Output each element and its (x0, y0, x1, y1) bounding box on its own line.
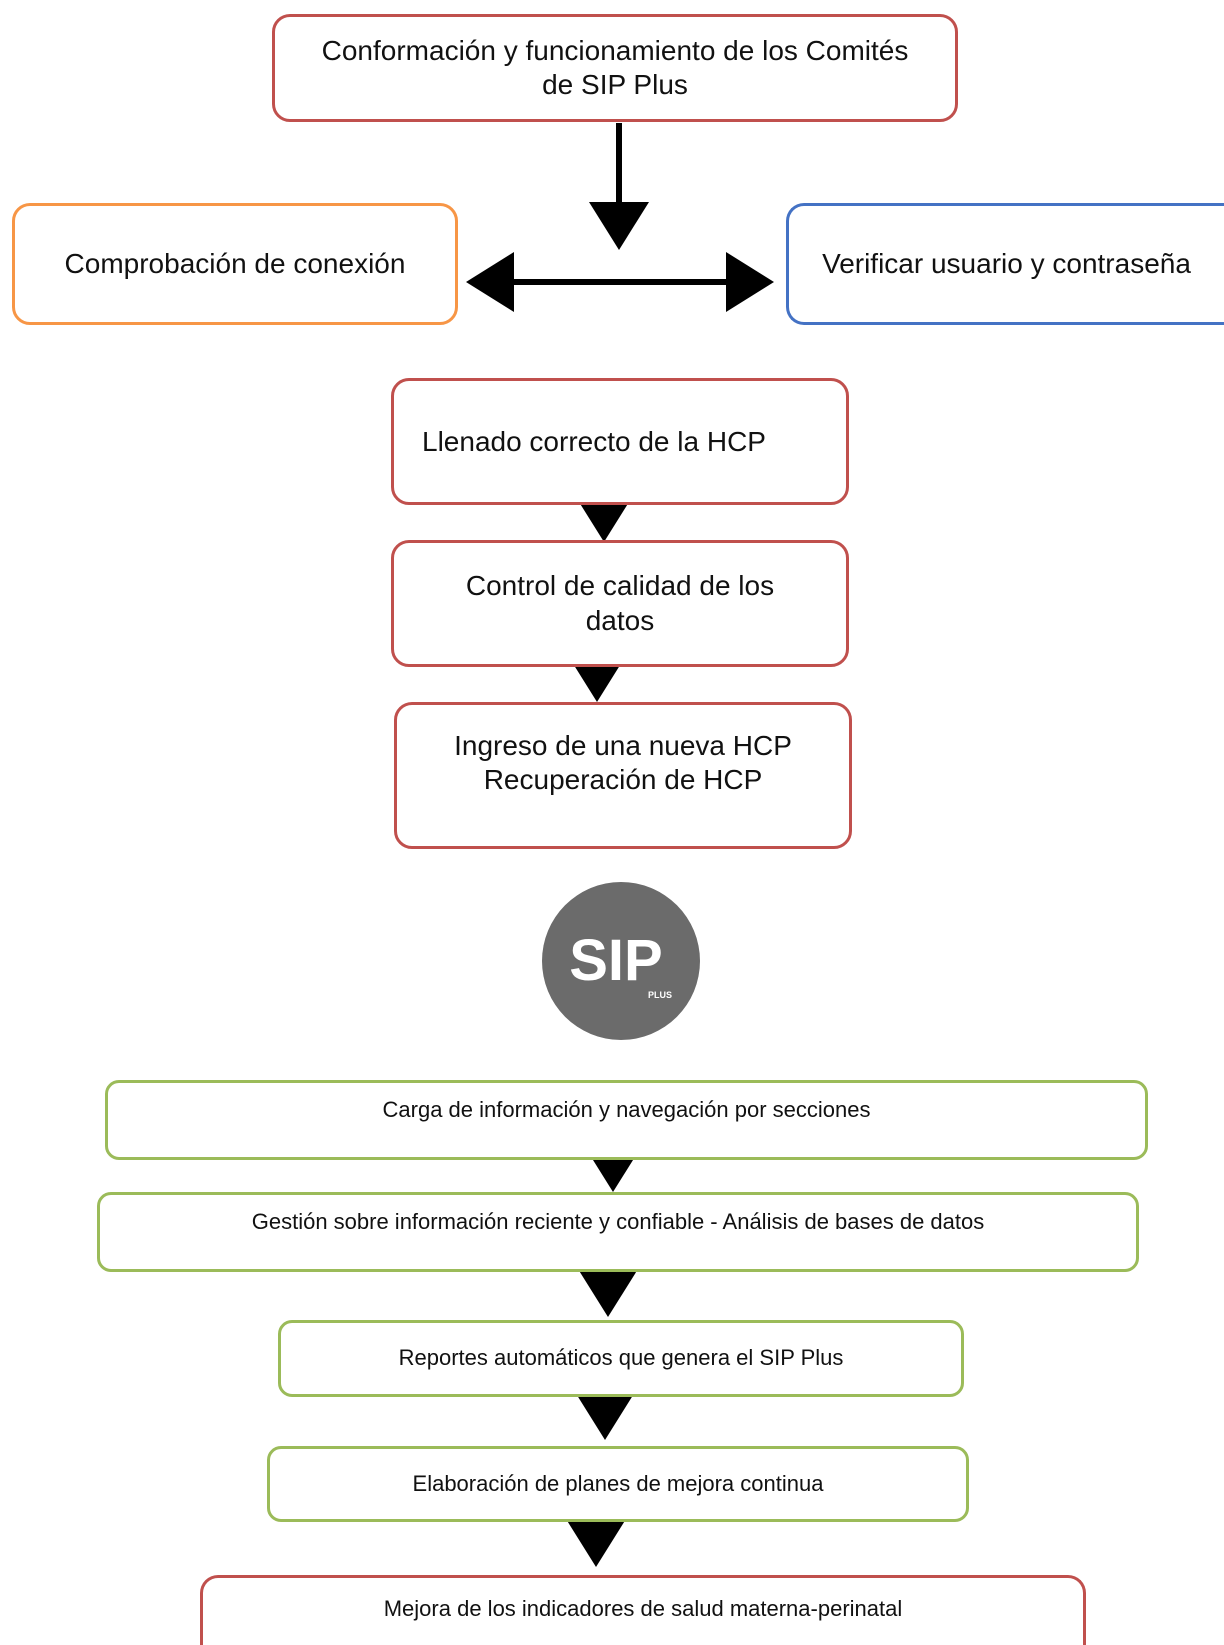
committees-box: Conformación y funcionamiento de los Com… (272, 14, 958, 122)
committees-title-line1: Conformación y funcionamiento de los Com… (321, 34, 909, 66)
info-management-label: Gestión sobre información reciente y con… (251, 1209, 985, 1234)
logo-subtext: PLUS (648, 990, 672, 1000)
indicators-label: Mejora de los indicadores de salud mater… (383, 1596, 903, 1621)
improvement-plans-label: Elaboración de planes de mejora continua (412, 1470, 824, 1496)
sip-plus-logo-icon: SIP PLUS (542, 882, 700, 1040)
data-quality-line1: Control de calidad de los (465, 570, 775, 602)
logo-text: SIP (569, 928, 663, 993)
info-management-box: Gestión sobre información reciente y con… (97, 1192, 1139, 1272)
committees-title-line2: de SIP Plus (542, 69, 688, 100)
hcp-fill-box: Llenado correcto de la HCP (391, 378, 849, 505)
verify-user-label: Verificar usuario y contraseña (822, 247, 1191, 279)
improvement-plans-box: Elaboración de planes de mejora continua (267, 1446, 969, 1522)
hcp-fill-label: Llenado correcto de la HCP (422, 426, 766, 457)
data-load-box: Carga de información y navegación por se… (105, 1080, 1148, 1160)
indicators-box: Mejora de los indicadores de salud mater… (200, 1575, 1086, 1645)
verify-user-box: Verificar usuario y contraseña (786, 203, 1224, 325)
data-quality-line2: datos (585, 604, 655, 636)
new-hcp-line1: Ingreso de una nueva HCP (454, 730, 792, 761)
data-quality-box: Control de calidad de los datos (391, 540, 849, 667)
connection-check-label: Comprobación de conexión (64, 247, 406, 279)
data-load-label: Carga de información y navegación por se… (382, 1097, 871, 1122)
new-hcp-line2: Recuperación de HCP (483, 764, 763, 796)
connection-check-box: Comprobación de conexión (12, 203, 458, 325)
new-hcp-box: Ingreso de una nueva HCP Recuperación de… (394, 702, 852, 849)
auto-reports-box: Reportes automáticos que genera el SIP P… (278, 1320, 964, 1397)
auto-reports-label: Reportes automáticos que genera el SIP P… (398, 1345, 844, 1371)
